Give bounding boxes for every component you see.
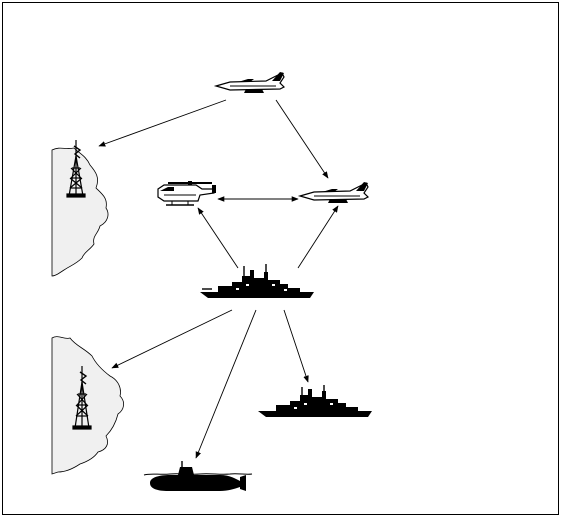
submarine — [143, 461, 253, 491]
link-ship-to-aircraft-right — [297, 205, 339, 269]
helicopter — [157, 181, 216, 206]
link-aircraft-top-to-shore-top — [98, 99, 227, 147]
link-ship-to-escort — [283, 309, 309, 383]
escort-ship — [258, 385, 372, 417]
communication-links — [98, 99, 339, 459]
aircraft-top-jet — [213, 72, 286, 93]
aircraft-right-jet — [297, 182, 370, 203]
link-ship-to-submarine — [195, 309, 257, 459]
shore-station-bottom-tower — [72, 366, 92, 430]
shore-station-top-tower — [66, 140, 86, 198]
coastline-top — [51, 147, 109, 277]
link-aircraft-top-to-aircraft-right — [275, 99, 329, 179]
link-ship-to-helicopter — [197, 207, 239, 269]
link-ship-to-shore-bottom — [111, 309, 233, 369]
command-ship — [200, 264, 314, 298]
